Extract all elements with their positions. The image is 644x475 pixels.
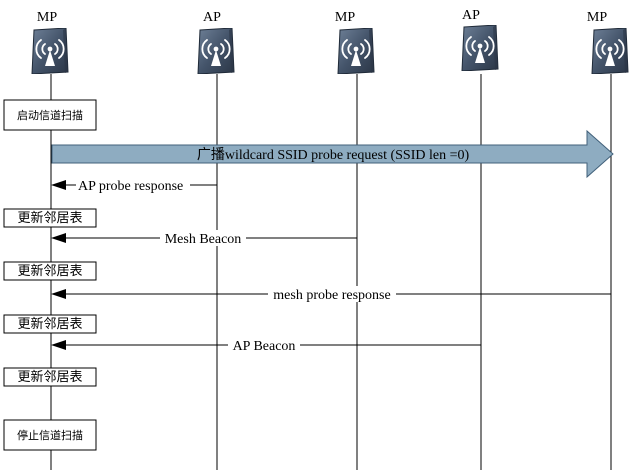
broadcast-probe-request: 广播wildcard SSID probe request (SSID len …	[51, 129, 614, 179]
update-neighbor-table-label-2: 更新邻居表	[17, 263, 82, 279]
ap-beacon-arrowhead	[51, 340, 66, 350]
node-label-mp-3: MP	[587, 10, 607, 25]
stop-scan-box	[3, 419, 97, 451]
start-scan-label: 启动信道扫描	[17, 108, 83, 122]
node-label-mp-1: MP	[37, 10, 57, 25]
wireless-mesh-point-icon	[337, 28, 375, 74]
node-icons	[31, 25, 629, 74]
update-neighbor-table-label-3: 更新邻居表	[17, 316, 82, 332]
ap-beacon-label: AP Beacon	[233, 339, 296, 354]
wireless-mesh-point-icon	[31, 28, 69, 74]
update-neighbor-table-label-4: 更新邻居表	[17, 369, 82, 385]
wireless-mesh-point-icon	[591, 28, 629, 74]
mesh-probe-response-arrowhead	[51, 289, 66, 299]
wireless-access-point-icon	[197, 28, 235, 74]
messages	[51, 180, 611, 350]
update-neighbor-table-label-1: 更新邻居表	[17, 210, 82, 226]
ap-probe-response-arrowhead	[51, 180, 66, 190]
update-neighbor-table-box-2	[3, 261, 97, 281]
message-labels: AP probe response Mesh Beacon mesh probe…	[76, 177, 396, 354]
broadcast-label: 广播wildcard SSID probe request (SSID len …	[197, 147, 470, 163]
node-label-mp-2: MP	[335, 10, 355, 25]
mesh-beacon-label: Mesh Beacon	[165, 232, 242, 247]
update-neighbor-table-box-4	[3, 367, 97, 387]
wireless-access-point-icon	[461, 25, 499, 71]
step-boxes: 启动信道扫描 更新邻居表 更新邻居表 更新邻居表 更新邻居表 停止信道扫描	[3, 99, 97, 451]
mesh-beacon-arrowhead	[51, 233, 66, 243]
start-scan-box	[3, 99, 97, 131]
lifelines	[50, 74, 612, 470]
stop-scan-label: 停止信道扫描	[17, 428, 83, 442]
node-label-ap-1: AP	[203, 10, 221, 25]
mesh-probe-response-label: mesh probe response	[273, 288, 390, 303]
update-neighbor-table-box-1	[3, 208, 97, 228]
ap-probe-response-label: AP probe response	[78, 179, 183, 194]
node-label-ap-2: AP	[462, 8, 480, 23]
broadcast-arrow	[51, 129, 614, 179]
node-labels: MP AP MP AP MP	[37, 8, 607, 25]
update-neighbor-table-box-3	[3, 314, 97, 334]
